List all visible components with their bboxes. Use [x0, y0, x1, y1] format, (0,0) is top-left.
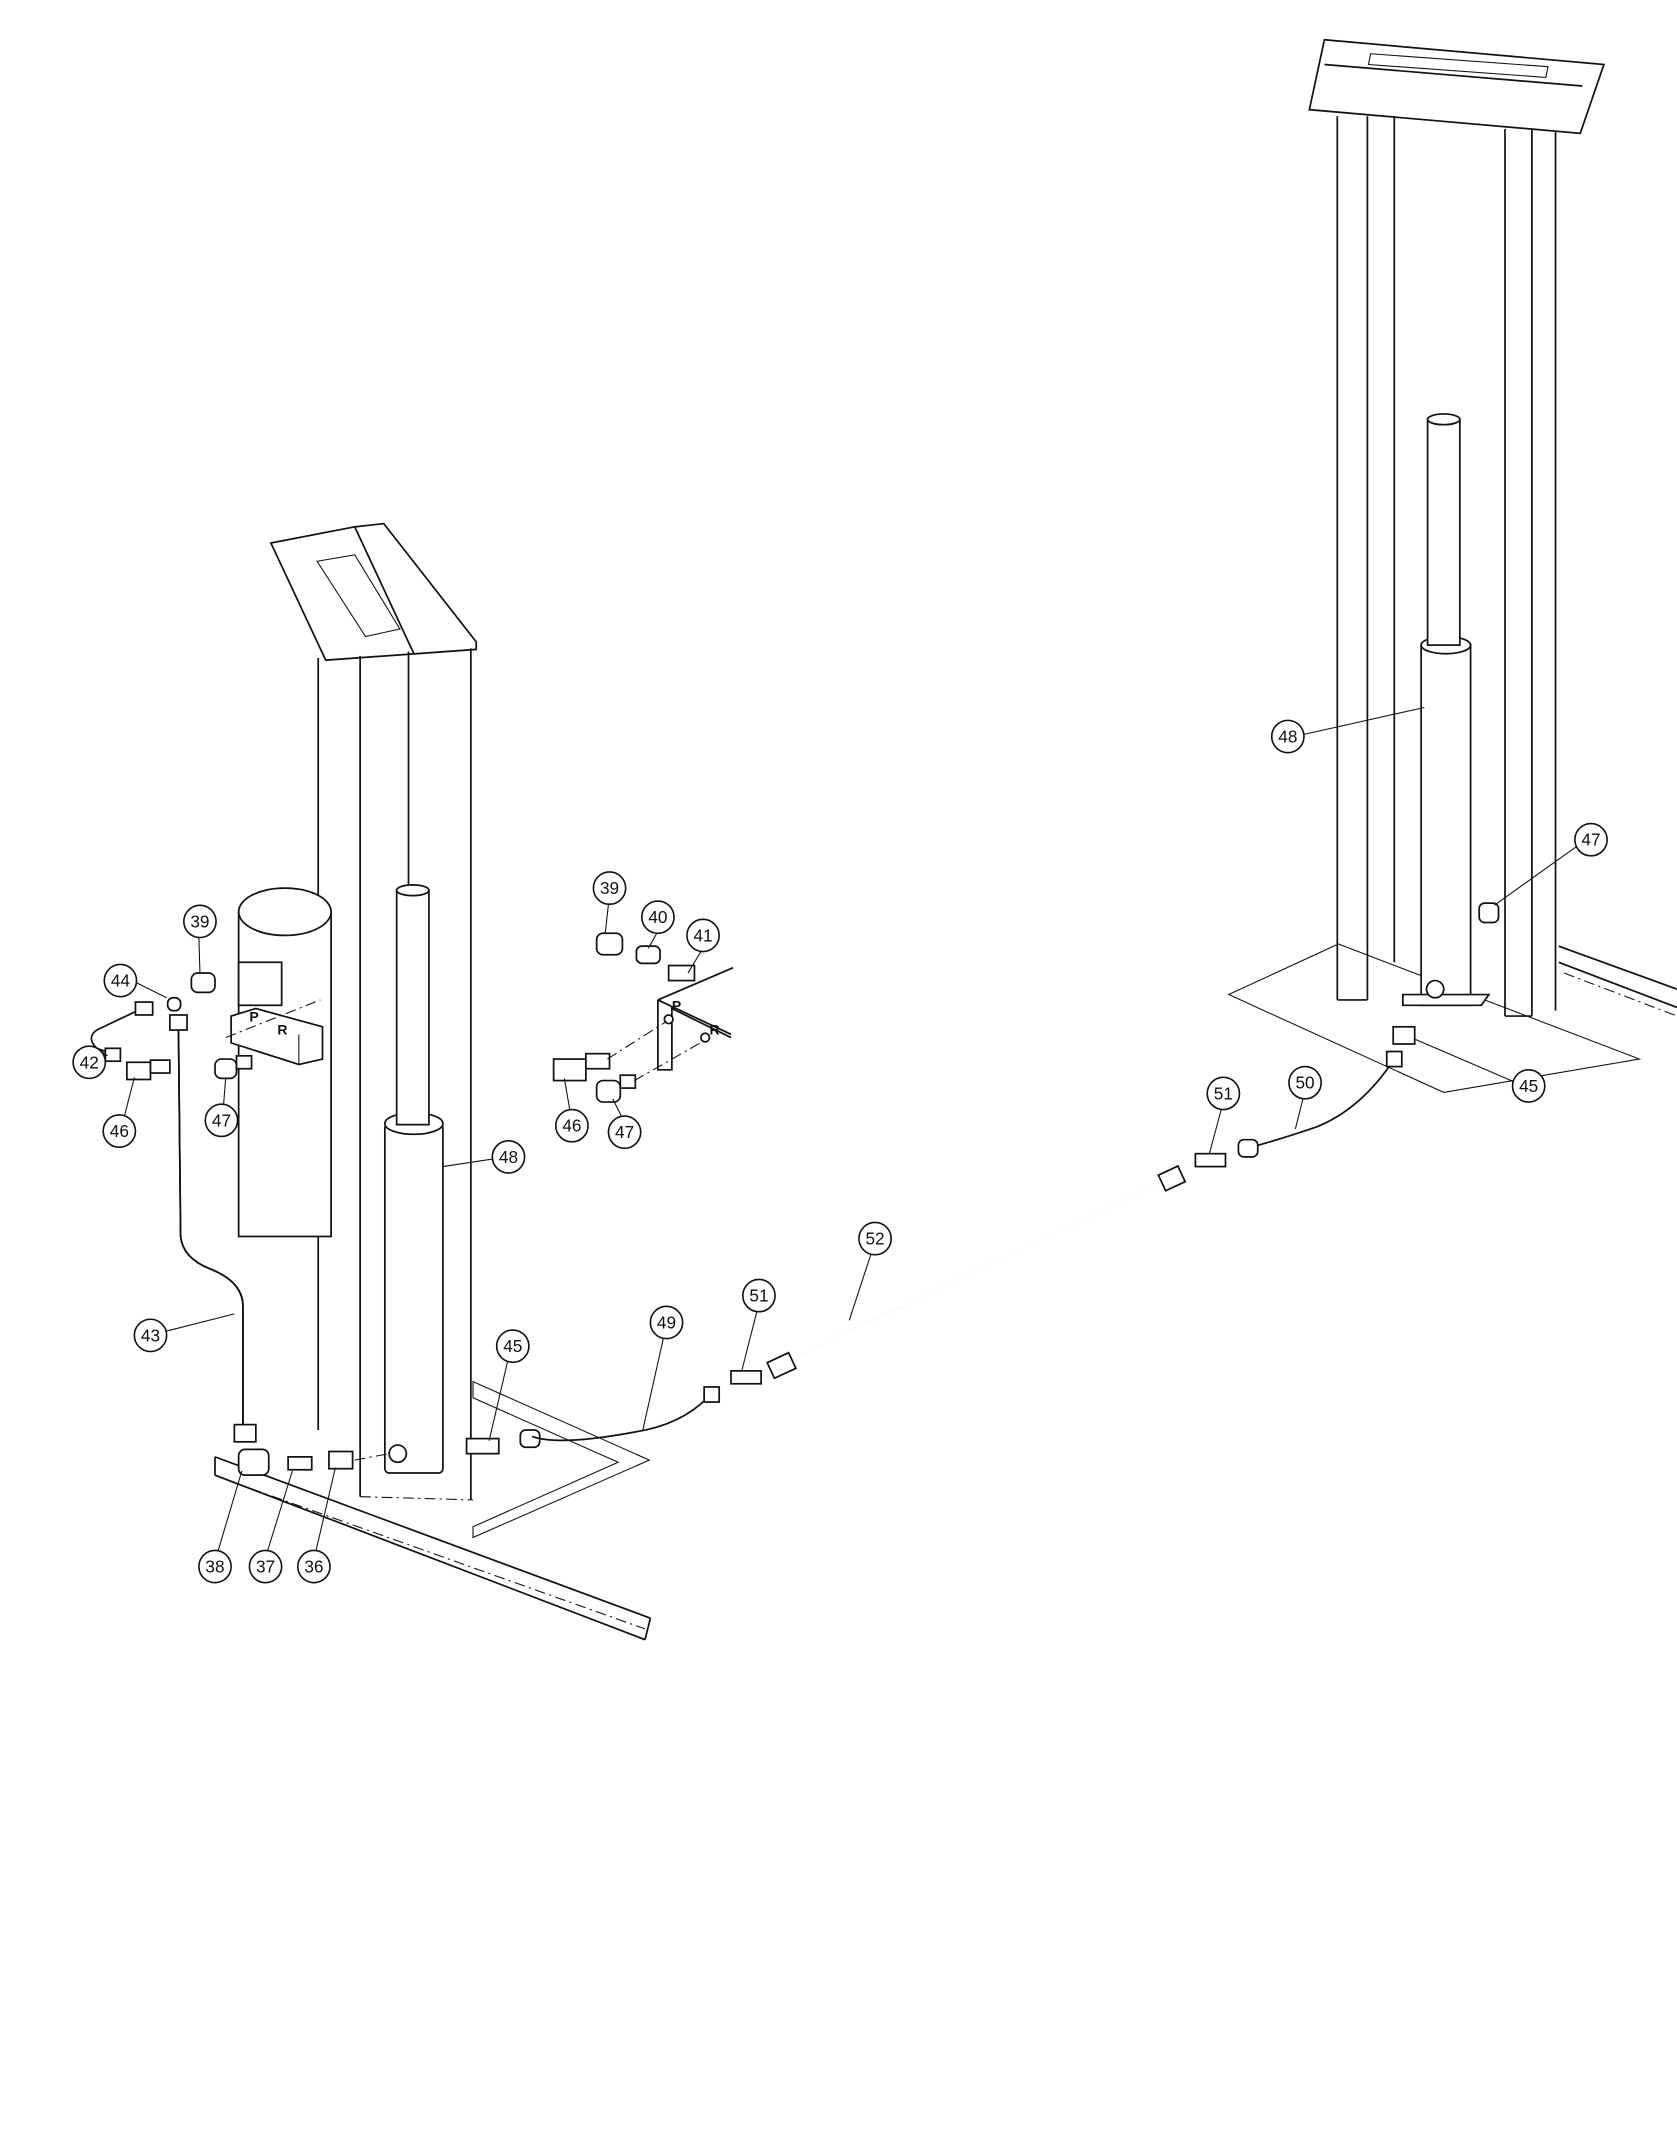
callout-48-left: 48 — [491, 1139, 526, 1174]
port-r-label-detail: R — [710, 1021, 720, 1037]
callout-45-right: 45 — [1511, 1069, 1546, 1103]
svg-text:49: 49 — [657, 1312, 676, 1332]
callout-45-left: 45 — [495, 1329, 530, 1364]
left-hydraulic-cylinder — [383, 884, 444, 1474]
callout-39-left: 39 — [183, 904, 217, 939]
svg-text:50: 50 — [1295, 1073, 1314, 1093]
callout-47-right-post: 47 — [1574, 822, 1608, 857]
fittings-left — [90, 972, 541, 1477]
svg-text:44: 44 — [111, 971, 131, 991]
svg-text:39: 39 — [600, 878, 619, 898]
callout-40: 40 — [640, 900, 675, 935]
callout-37: 37 — [248, 1549, 283, 1584]
callout-39-detail: 39 — [592, 871, 627, 906]
right-post — [1227, 38, 1677, 1093]
callout-41: 41 — [686, 918, 720, 953]
callout-44: 44 — [103, 963, 138, 998]
svg-text:46: 46 — [562, 1116, 581, 1136]
tube-43 — [177, 1026, 244, 1428]
callout-36: 36 — [296, 1549, 331, 1584]
svg-text:48: 48 — [1278, 727, 1297, 747]
port-p-label: P — [249, 1008, 258, 1024]
svg-text:47: 47 — [1581, 830, 1600, 850]
svg-text:45: 45 — [503, 1336, 522, 1356]
callout-51-left: 51 — [742, 1278, 776, 1313]
right-hydraulic-cylinder — [1402, 413, 1500, 1007]
callout-49: 49 — [649, 1305, 684, 1340]
svg-text:51: 51 — [749, 1286, 768, 1306]
svg-text:40: 40 — [648, 907, 667, 927]
callout-47-left: 47 — [204, 1103, 239, 1138]
callout-46-left: 46 — [102, 1114, 137, 1149]
svg-text:41: 41 — [693, 925, 712, 945]
manifold-bracket-detail: P R — [552, 932, 734, 1103]
callout-46-detail: 46 — [554, 1108, 589, 1143]
callout-51-right: 51 — [1206, 1076, 1241, 1111]
callout-38: 38 — [198, 1549, 232, 1584]
callout-50: 50 — [1288, 1065, 1322, 1100]
svg-text:46: 46 — [110, 1121, 129, 1141]
tube-49 — [531, 1395, 711, 1442]
left-post — [214, 522, 652, 1641]
svg-text:47: 47 — [212, 1110, 231, 1130]
callout-48-right: 48 — [1270, 719, 1305, 754]
svg-text:37: 37 — [256, 1557, 275, 1577]
svg-text:43: 43 — [141, 1325, 160, 1345]
svg-text:48: 48 — [499, 1147, 518, 1167]
svg-text:47: 47 — [615, 1122, 634, 1142]
svg-text:39: 39 — [190, 911, 209, 931]
port-p-label-detail: P — [672, 998, 681, 1014]
leader-lines — [94, 706, 1578, 1551]
svg-text:45: 45 — [1519, 1076, 1538, 1096]
svg-text:36: 36 — [304, 1557, 323, 1577]
callout-42: 42 — [72, 1045, 107, 1080]
callout-43: 43 — [133, 1318, 168, 1353]
tube-50 — [1246, 1061, 1393, 1150]
svg-text:38: 38 — [205, 1557, 224, 1577]
svg-text:42: 42 — [80, 1052, 99, 1072]
svg-text:51: 51 — [1214, 1083, 1233, 1103]
callout-47-detail: 47 — [607, 1115, 642, 1150]
callout-52: 52 — [858, 1221, 892, 1256]
pump-motor: P R — [230, 887, 332, 1238]
svg-text:52: 52 — [865, 1229, 884, 1249]
port-r-label: R — [277, 1021, 287, 1037]
